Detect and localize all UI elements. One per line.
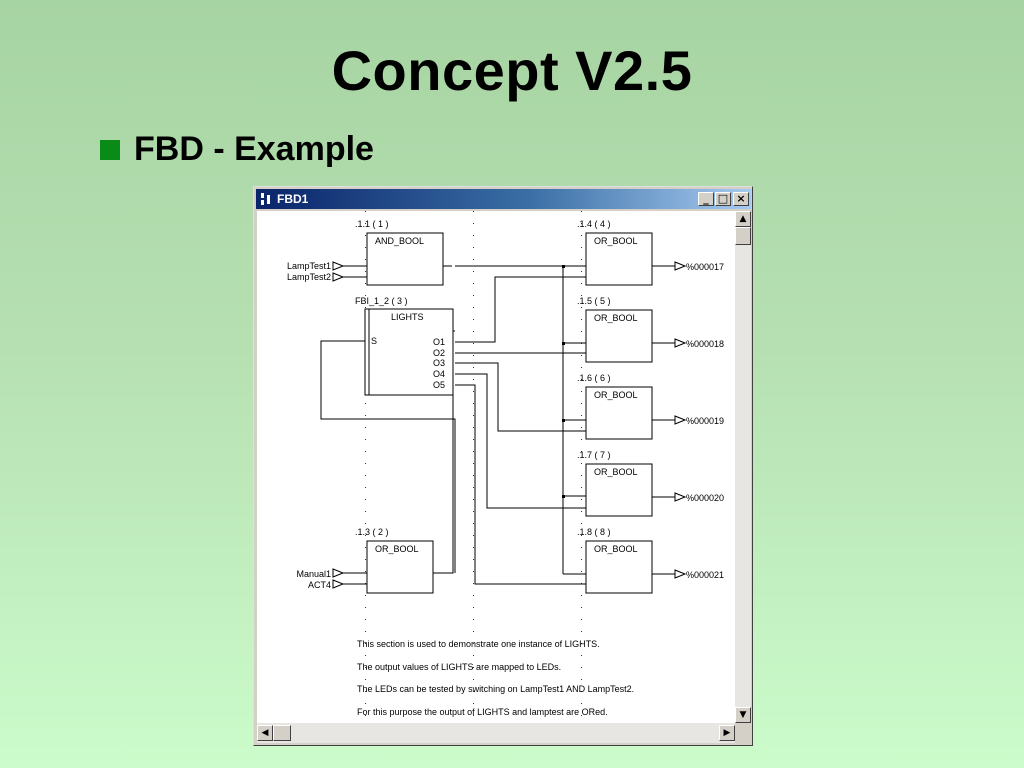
block-or-bool-4[interactable]: .1.4 ( 4 ) OR_BOOL xyxy=(577,219,653,286)
output-var-20[interactable]: %000020 xyxy=(686,493,724,503)
block-id-3: .1.3 ( 2 ) xyxy=(355,527,389,537)
fbd-app-icon xyxy=(261,193,270,205)
fbd-canvas[interactable]: .1.1 ( 1 ) AND_BOOL FBI_1_2 ( 3 ) LIGHTS… xyxy=(257,211,735,723)
lights-input-s: S xyxy=(371,336,377,346)
scroll-down-icon[interactable]: ▼ xyxy=(735,707,751,723)
lights-output-o4: O4 xyxy=(433,369,445,379)
block-id-5: .1.5 ( 5 ) xyxy=(577,296,611,306)
lights-output-o1: O1 xyxy=(433,337,445,347)
output-var-21[interactable]: %000021 xyxy=(686,570,724,580)
fbd-window: FBD1 _ □ × xyxy=(253,186,753,746)
block-or-bool-8[interactable]: .1.8 ( 8 ) OR_BOOL xyxy=(577,527,653,594)
comment-line-2: The output values of LIGHTS are mapped t… xyxy=(357,662,561,672)
input-var-lamptest1[interactable]: LampTest1 xyxy=(287,261,331,271)
scroll-right-icon[interactable]: ▶ xyxy=(719,725,735,741)
bullet-text: FBD - Example xyxy=(134,130,374,168)
block-type-7: OR_BOOL xyxy=(594,467,638,477)
horizontal-scroll-thumb[interactable] xyxy=(273,725,291,741)
input-connectors xyxy=(332,261,345,589)
section-grid xyxy=(257,211,735,723)
block-id-4: .1.4 ( 4 ) xyxy=(577,219,611,229)
block-id-1: .1.1 ( 1 ) xyxy=(355,219,389,229)
block-id-6: .1.6 ( 6 ) xyxy=(577,373,611,383)
block-or-bool-3[interactable]: .1.3 ( 2 ) OR_BOOL xyxy=(355,527,434,594)
block-type-3: OR_BOOL xyxy=(375,544,419,554)
window-title: FBD1 xyxy=(277,192,309,206)
block-or-bool-7[interactable]: .1.7 ( 7 ) OR_BOOL xyxy=(577,450,653,517)
lights-output-o2: O2 xyxy=(433,348,445,358)
block-type-6: OR_BOOL xyxy=(594,390,638,400)
output-var-17[interactable]: %000017 xyxy=(686,262,724,272)
scroll-up-icon[interactable]: ▲ xyxy=(735,211,751,227)
input-var-manual1[interactable]: Manual1 xyxy=(296,569,331,579)
close-button[interactable]: × xyxy=(733,192,749,206)
s-loop-wire xyxy=(320,330,456,574)
comment-line-1: This section is used to demonstrate one … xyxy=(357,639,600,649)
block-type-8: OR_BOOL xyxy=(594,544,638,554)
bullet-item: FBD - Example xyxy=(100,130,374,169)
lights-output-o5: O5 xyxy=(433,380,445,390)
bullet-square-icon xyxy=(100,139,120,160)
scroll-left-icon[interactable]: ◀ xyxy=(257,725,273,741)
lights-output-o3: O3 xyxy=(433,358,445,368)
block-id-2: FBI_1_2 ( 3 ) xyxy=(355,296,408,306)
output-connectors xyxy=(674,261,687,579)
output-var-18[interactable]: %000018 xyxy=(686,339,724,349)
block-or-bool-6[interactable]: .1.6 ( 6 ) OR_BOOL xyxy=(577,373,653,440)
resize-grip-icon[interactable] xyxy=(735,723,751,743)
slide-title: Concept V2.5 xyxy=(331,39,693,102)
block-type-5: OR_BOOL xyxy=(594,313,638,323)
output-wires xyxy=(652,265,675,575)
block-id-8: .1.8 ( 8 ) xyxy=(577,527,611,537)
block-type-4: OR_BOOL xyxy=(594,236,638,246)
block-id-7: .1.7 ( 7 ) xyxy=(577,450,611,460)
comment-line-3: The LEDs can be tested by switching on L… xyxy=(357,684,634,694)
window-titlebar[interactable]: FBD1 _ □ × xyxy=(256,189,751,209)
vertical-scrollbar[interactable]: ▲ ▼ xyxy=(735,211,751,723)
maximize-button[interactable]: □ xyxy=(715,192,731,206)
comment-line-4: For this purpose the output of LIGHTS an… xyxy=(357,707,608,717)
horizontal-scrollbar[interactable]: ◀ ▶ xyxy=(257,723,735,743)
input-var-act4[interactable]: ACT4 xyxy=(308,580,331,590)
block-or-bool-5[interactable]: .1.5 ( 5 ) OR_BOOL xyxy=(577,296,653,363)
block-type-1: AND_BOOL xyxy=(375,236,424,246)
output-var-19[interactable]: %000019 xyxy=(686,416,724,426)
junctions xyxy=(562,265,565,498)
input-var-lamptest2[interactable]: LampTest2 xyxy=(287,272,331,282)
block-lights[interactable]: FBI_1_2 ( 3 ) LIGHTS S O1 O2 O3 O4 O5 xyxy=(355,296,454,396)
block-and-bool[interactable]: .1.1 ( 1 ) AND_BOOL xyxy=(355,219,444,286)
comment-block[interactable]: This section is used to demonstrate one … xyxy=(357,639,634,717)
minimize-button[interactable]: _ xyxy=(698,192,714,206)
block-type-2: LIGHTS xyxy=(391,312,424,322)
fbd-diagram[interactable]: .1.1 ( 1 ) AND_BOOL FBI_1_2 ( 3 ) LIGHTS… xyxy=(257,211,735,723)
vertical-scroll-thumb[interactable] xyxy=(735,227,751,245)
